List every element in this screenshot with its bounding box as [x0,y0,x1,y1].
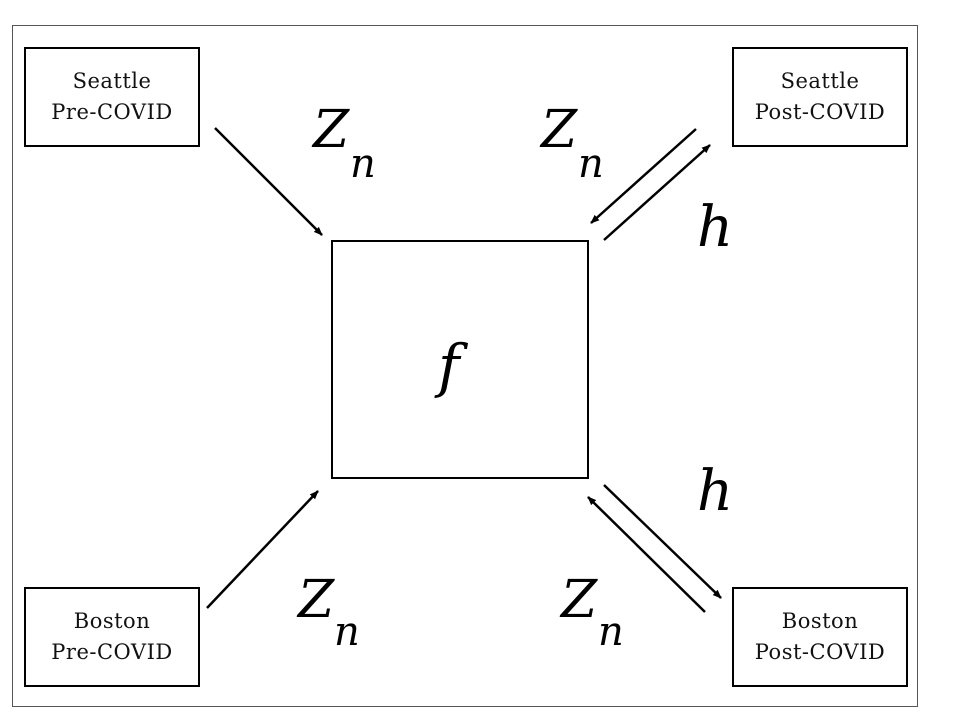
node-boston-pre-line2: Pre-COVID [51,640,173,664]
arrow-seattle-pre-to-f [214,127,323,236]
node-seattle-post-covid: Seattle Post-COVID [732,47,908,147]
node-boston-post-covid: Boston Post-COVID [732,587,908,687]
node-boston-pre-line1: Boston [73,609,151,633]
label-top-left-sub: n [350,141,376,187]
node-boston-post-line2: Post-COVID [754,640,886,664]
label-bottom-left-sub: n [334,609,360,655]
arrow-boston-post-to-f [587,496,706,613]
label-top-right-sub: n [578,141,604,187]
node-seattle-pre-line1: Seattle [72,69,152,93]
label-top-left-z: Z [313,100,350,160]
label-bottom-right-sub: n [598,609,624,655]
node-boston-pre-covid: Boston Pre-COVID [24,587,200,687]
node-seattle-pre-line2: Pre-COVID [51,100,173,124]
node-seattle-post-line2: Post-COVID [754,100,886,124]
center-symbol-f: f [438,332,460,400]
label-bottom-left-z: Z [298,570,335,630]
node-center-f [331,240,589,479]
arrow-seattle-post-to-f [590,128,697,224]
arrow-boston-pre-to-f [206,490,319,609]
node-seattle-post-line1: Seattle [780,69,860,93]
arrow-f-to-seattle-post [603,144,711,241]
node-seattle-pre-covid: Seattle Pre-COVID [24,47,200,147]
label-right-upper-h: h [697,195,734,260]
label-bottom-right-z: Z [561,570,598,630]
arrow-f-to-boston-post [603,484,722,599]
label-right-lower-h: h [697,459,734,524]
label-top-right-z: Z [541,100,578,160]
diagram-frame [12,25,918,707]
node-boston-post-line1: Boston [781,609,859,633]
